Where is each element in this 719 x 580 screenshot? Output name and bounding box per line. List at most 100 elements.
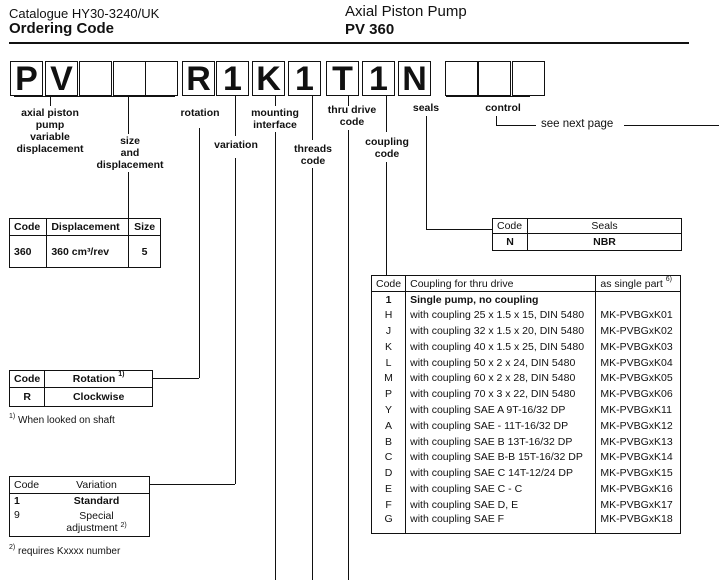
coupling-desc-cell: Single pump, no coupling (405, 291, 597, 308)
coupling-code-cell: B (370, 433, 407, 450)
line-control-h (496, 125, 536, 126)
coupling-desc-cell: with coupling SAE C - C (405, 481, 597, 497)
var-cell-special: Special adjustment 2) (44, 508, 150, 537)
coupling-desc-cell: with coupling SAE F (405, 512, 597, 534)
line-thru-down (348, 130, 349, 580)
line-variation-down (235, 158, 236, 484)
disp-header-displacement: Displacement (46, 218, 130, 236)
var-header-code: Code (9, 476, 44, 494)
coupling-desc-cell: with coupling 70 x 3 x 22, DIN 5480 (405, 386, 597, 403)
rot-header-rotation: Rotation 1) (44, 370, 153, 388)
coupling-code-cell: J (370, 323, 407, 339)
coupling-part-cell: MK-PVBGxK15 (595, 465, 681, 482)
label-see-next-page: see next page (541, 118, 614, 130)
label-control: control (485, 102, 521, 114)
line-control-top (446, 96, 530, 97)
variation-footnote: 2) requires Kxxxx number (9, 544, 120, 557)
label-size: size and displacement (96, 135, 164, 171)
code-char-10: T (332, 60, 353, 98)
coupling-desc-cell: with coupling SAE B-B 15T-16/32 DP (405, 449, 597, 466)
var-cell-code-1: 1 (9, 493, 44, 509)
displacement-table: Code Displacement Size 360 360 cm³/rev 5 (8, 218, 161, 268)
line-axial (50, 96, 51, 106)
rot-header-label: Rotation (72, 373, 116, 385)
coupling-code-cell: F (370, 496, 407, 513)
line-threads (312, 96, 313, 140)
coupling-part-cell: MK-PVBGxK18 (595, 512, 681, 534)
rot-cell-rotation: Clockwise (44, 387, 153, 407)
rotation-footnote-text: When looked on shaft (18, 415, 115, 426)
coupling-code-cell: A (370, 417, 407, 434)
coup-header-single-label: as single part (600, 277, 663, 290)
product-title: Axial Piston Pump (345, 3, 467, 20)
coupling-part-cell: MK-PVBGxK12 (595, 417, 681, 434)
code-char-6: R (186, 60, 211, 98)
coupling-code-cell: H (370, 307, 407, 324)
coupling-part-cell (595, 291, 681, 308)
coupling-desc-cell: with coupling 50 x 2 x 24, DIN 5480 (405, 354, 597, 371)
coupling-code-cell: P (370, 386, 407, 403)
coupling-part-cell: MK-PVBGxK05 (595, 370, 681, 387)
line-seals (426, 116, 427, 229)
code-char-8: K (256, 60, 281, 98)
variation-footnote-mark: 2) (9, 544, 16, 551)
code-box-5 (145, 61, 178, 96)
line-thru (348, 96, 349, 106)
var-cell-standard: Standard (44, 493, 150, 509)
coupling-part-cell: MK-PVBGxK16 (595, 481, 681, 497)
label-threads: threads code (294, 143, 332, 167)
disp-cell-displacement: 360 cm³/rev (46, 235, 130, 268)
var-special-sup: 2) (120, 522, 127, 530)
code-box-8: K (252, 61, 285, 96)
var-cell-code-9: 9 (9, 508, 44, 537)
code-box-6: R (182, 61, 215, 96)
rotation-table: Code Rotation 1) R Clockwise (8, 370, 153, 407)
line-variation-h (150, 484, 235, 485)
label-mounting: mounting interface (251, 107, 299, 131)
code-char-9: 1 (295, 60, 314, 98)
disp-cell-code: 360 (8, 235, 48, 268)
coupling-code-cell: 1 (370, 291, 407, 308)
code-box-11: 1 (362, 61, 395, 96)
coupling-code-cell: Y (370, 402, 407, 418)
coupling-desc-cell: with coupling 32 x 1.5 x 20, DIN 5480 (405, 323, 597, 339)
seals-cell-seal: NBR (527, 233, 682, 251)
coupling-desc-cell: with coupling SAE C 14T-12/24 DP (405, 465, 597, 482)
coupling-code-cell: D (370, 465, 407, 482)
coupling-code-cell: L (370, 354, 407, 371)
line-control (496, 116, 497, 125)
code-box-13 (445, 61, 478, 96)
coupling-part-cell: MK-PVBGxK06 (595, 386, 681, 403)
code-char-2: V (50, 60, 73, 98)
seals-cell-code: N (492, 233, 528, 251)
rot-cell-code: R (8, 387, 46, 407)
line-variation (235, 96, 236, 136)
catalogue-number: Catalogue HY30-3240/UK (9, 6, 160, 21)
label-axial-piston: axial piston pump variable displacement (16, 107, 84, 155)
rotation-footnote-mark: 1) (9, 413, 16, 420)
line-size-h (86, 96, 175, 97)
coupling-desc-cell: with coupling 60 x 2 x 28, DIN 5480 (405, 370, 597, 387)
line-seals-h (426, 229, 492, 230)
line-coupling (386, 96, 387, 132)
product-model: PV 360 (345, 21, 395, 38)
line-rotation (199, 128, 200, 378)
coupling-code-cell: E (370, 481, 407, 497)
coup-header-coupling: Coupling for thru drive (405, 275, 597, 292)
var-special-text: Special adjustment (66, 510, 118, 535)
code-box-1: P (10, 61, 43, 96)
coupling-part-cell: MK-PVBGxK11 (595, 402, 681, 418)
coupling-desc-cell: with coupling SAE A 9T-16/32 DP (405, 402, 597, 418)
coup-header-sup: 6) (665, 275, 672, 283)
coupling-table: Code Coupling for thru drive as single p… (370, 275, 681, 534)
